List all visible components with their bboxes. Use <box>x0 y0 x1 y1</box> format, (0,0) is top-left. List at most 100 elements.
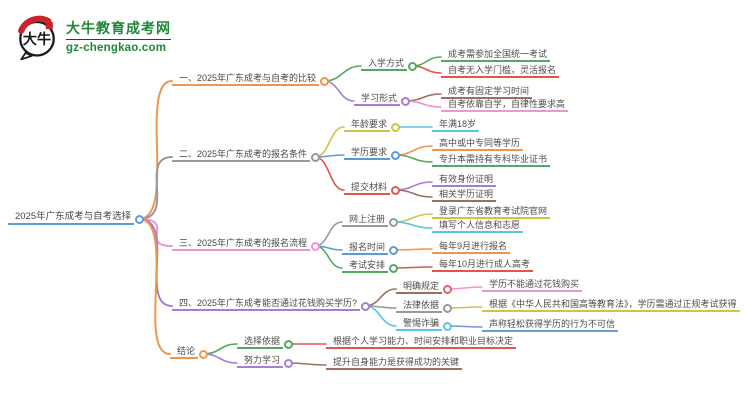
logo-mark-text: 大牛 <box>23 31 51 48</box>
node-label-b1c1l1: 成考需参加全国统一考试 <box>441 48 551 62</box>
mindmap-node-root[interactable]: 2025年广东成考与自考选择 <box>8 206 135 225</box>
node-anchor-b4c1 <box>442 284 452 294</box>
mindmap-node-b1c1l2[interactable]: 自考无入学门槛，灵活报名 <box>441 60 560 78</box>
node-label-root: 2025年广东成考与自考选择 <box>8 211 135 225</box>
mindmap-node-b5c2l1[interactable]: 提升自身能力是获得成功的关键 <box>326 352 463 370</box>
mindmap-node-b3c3[interactable]: 考试安排 <box>342 255 389 273</box>
node-label-b3c3l1: 每年10月进行成人高考 <box>432 258 534 272</box>
node-label-b5c1l1: 根据个人学习能力、时间安排和职业目标决定 <box>326 335 517 349</box>
node-label-b4c2l1: 根据《中华人民共和国高等教育法》，学历需通过正规考试获得 <box>482 298 740 312</box>
mindmap-node-b1c1l1[interactable]: 成考需参加全国统一考试 <box>441 44 551 62</box>
mindmap-node-b3c1l1[interactable]: 登录广东省教育考试院官网 <box>432 201 551 219</box>
node-label-b2c2l1: 高中或中专同等学历 <box>432 137 524 151</box>
node-anchor-b3c1 <box>388 217 398 227</box>
mindmap-node-b2c3[interactable]: 提交材料 <box>344 177 391 195</box>
node-label-b3c2l1: 每年9月进行报名 <box>432 240 511 254</box>
mindmap-node-b1c2l2[interactable]: 自考依靠自学，自律性要求高 <box>441 94 569 112</box>
mindmap-node-b3c2l1[interactable]: 每年9月进行报名 <box>432 236 511 254</box>
node-label-b5c2: 努力学习 <box>237 354 284 368</box>
mindmap-node-b2c3l2[interactable]: 相关学历证明 <box>432 184 497 202</box>
mindmap-node-b4c1[interactable]: 明确规定 <box>396 276 443 294</box>
mindmap-node-b4c2l1[interactable]: 根据《中华人民共和国高等教育法》，学历需通过正规考试获得 <box>482 294 740 312</box>
node-label-b3c1: 网上注册 <box>342 213 389 227</box>
logo-red-arc <box>18 15 52 34</box>
logo-text-block: 大牛教育成考网 gz-chengkao.com <box>66 20 171 55</box>
node-label-b3c2: 报名时间 <box>342 241 389 255</box>
mindmap-node-b2c2l2[interactable]: 专升本需持有专科毕业证书 <box>432 149 551 167</box>
mindmap-node-b2c2l1[interactable]: 高中或中专同等学历 <box>432 133 524 151</box>
node-label-b2c1l1: 年满18岁 <box>432 118 480 132</box>
node-anchor-b2c2 <box>390 150 400 160</box>
node-label-b1c1l2: 自考无入学门槛，灵活报名 <box>441 64 560 78</box>
mindmap-node-b4c3l1[interactable]: 声称轻松获得学历的行为不可信 <box>482 314 619 332</box>
mindmap-node-b3c3l1[interactable]: 每年10月进行成人高考 <box>432 254 534 272</box>
node-anchor-b2c3 <box>390 185 400 195</box>
node-label-b4c2: 法律依据 <box>396 299 443 313</box>
node-anchor-b5c1 <box>283 339 293 349</box>
node-label-b1c1: 入学方式 <box>361 57 408 71</box>
mindmap-node-b4c3[interactable]: 警惕诈骗 <box>396 313 443 331</box>
node-label-b3c1l1: 登录广东省教育考试院官网 <box>432 205 551 219</box>
node-anchor-b2c1 <box>390 122 400 132</box>
node-anchor-b5c2 <box>283 358 293 368</box>
mindmap-node-b2c1[interactable]: 年龄要求 <box>344 114 391 132</box>
node-label-b2c3l2: 相关学历证明 <box>432 188 497 202</box>
node-label-b1c2l2: 自考依靠自学，自律性要求高 <box>441 98 569 112</box>
node-label-b5: 结论 <box>170 345 199 359</box>
node-anchor-b3c2 <box>388 245 398 255</box>
node-label-b1c2l1: 成考有固定学习时间 <box>441 85 533 99</box>
node-label-b2: 二、2025年广东成考的报名条件 <box>172 148 311 162</box>
node-label-b4c3: 警惕诈骗 <box>396 317 443 331</box>
node-label-b4c1l1: 学历不能通过花钱购买 <box>482 278 583 292</box>
node-label-b2c2l2: 专升本需持有专科毕业证书 <box>432 153 551 167</box>
node-anchor-b3c3 <box>388 263 398 273</box>
mindmap-node-b4[interactable]: 四、2025年广东成考能否通过花钱购买学历? <box>172 293 361 311</box>
node-anchor-b4c3 <box>442 321 452 331</box>
site-logo[interactable]: 大牛 大牛教育成考网 gz-chengkao.com <box>15 14 171 60</box>
node-label-b1c2: 学习形式 <box>354 92 401 106</box>
node-label-b3: 三、2025年广东成考的报名流程 <box>172 237 311 251</box>
mindmap-node-b4c2[interactable]: 法律依据 <box>396 295 443 313</box>
mindmap-node-b4c1l1[interactable]: 学历不能通过花钱购买 <box>482 274 583 292</box>
daniu-logo-icon: 大牛 <box>18 15 55 60</box>
mindmap-node-b2c2[interactable]: 学历要求 <box>344 142 391 160</box>
node-label-b3c3: 考试安排 <box>342 259 389 273</box>
node-label-b5c1: 选择依据 <box>237 335 284 349</box>
node-label-b4c1: 明确规定 <box>396 280 443 294</box>
mindmap-node-b1c2l1[interactable]: 成考有固定学习时间 <box>441 81 533 99</box>
mindmap-node-b5c1l1[interactable]: 根据个人学习能力、时间安排和职业目标决定 <box>326 331 517 349</box>
mindmap-node-b5c1[interactable]: 选择依据 <box>237 331 284 349</box>
logo-domain: gz-chengkao.com <box>66 38 171 55</box>
mindmap-node-b3[interactable]: 三、2025年广东成考的报名流程 <box>172 233 311 251</box>
node-label-b5c2l1: 提升自身能力是获得成功的关键 <box>326 356 463 370</box>
mindmap-node-b1c1[interactable]: 入学方式 <box>361 53 408 71</box>
node-anchor-b5 <box>198 349 208 359</box>
mindmap-node-b2c3l1[interactable]: 有效身份证明 <box>432 169 497 187</box>
node-anchor-b2 <box>310 152 320 162</box>
node-label-b2c2: 学历要求 <box>344 146 391 160</box>
node-anchor-b4 <box>360 301 370 311</box>
node-anchor-b3 <box>310 241 320 251</box>
node-label-b4: 四、2025年广东成考能否通过花钱购买学历? <box>172 297 361 311</box>
node-label-b2c3l1: 有效身份证明 <box>432 173 497 187</box>
node-anchor-root <box>134 214 144 224</box>
node-anchor-b1c1 <box>407 61 417 71</box>
node-label-b4c3l1: 声称轻松获得学历的行为不可信 <box>482 318 619 332</box>
node-anchor-b4c2 <box>442 303 452 313</box>
mindmap-node-b2[interactable]: 二、2025年广东成考的报名条件 <box>172 144 311 162</box>
mindmap-node-b5[interactable]: 结论 <box>170 341 199 359</box>
node-label-b2c3: 提交材料 <box>344 181 391 195</box>
mindmap-node-b3c1l2[interactable]: 填写个人信息和志愿 <box>432 215 524 233</box>
mindmap-node-b1[interactable]: 一、2025年广东成考与自考的比较 <box>172 68 320 86</box>
logo-seal-icon <box>45 22 53 30</box>
mindmap-node-b2c1l1[interactable]: 年满18岁 <box>432 114 480 132</box>
node-label-b3c1l2: 填写个人信息和志愿 <box>432 219 524 233</box>
mindmap-node-b3c2[interactable]: 报名时间 <box>342 237 389 255</box>
node-anchor-b1 <box>319 76 329 86</box>
node-label-b2c1: 年龄要求 <box>344 118 391 132</box>
mindmap-node-b3c1[interactable]: 网上注册 <box>342 209 389 227</box>
mindmap-node-b5c2[interactable]: 努力学习 <box>237 350 284 368</box>
mindmap-node-b1c2[interactable]: 学习形式 <box>354 88 401 106</box>
